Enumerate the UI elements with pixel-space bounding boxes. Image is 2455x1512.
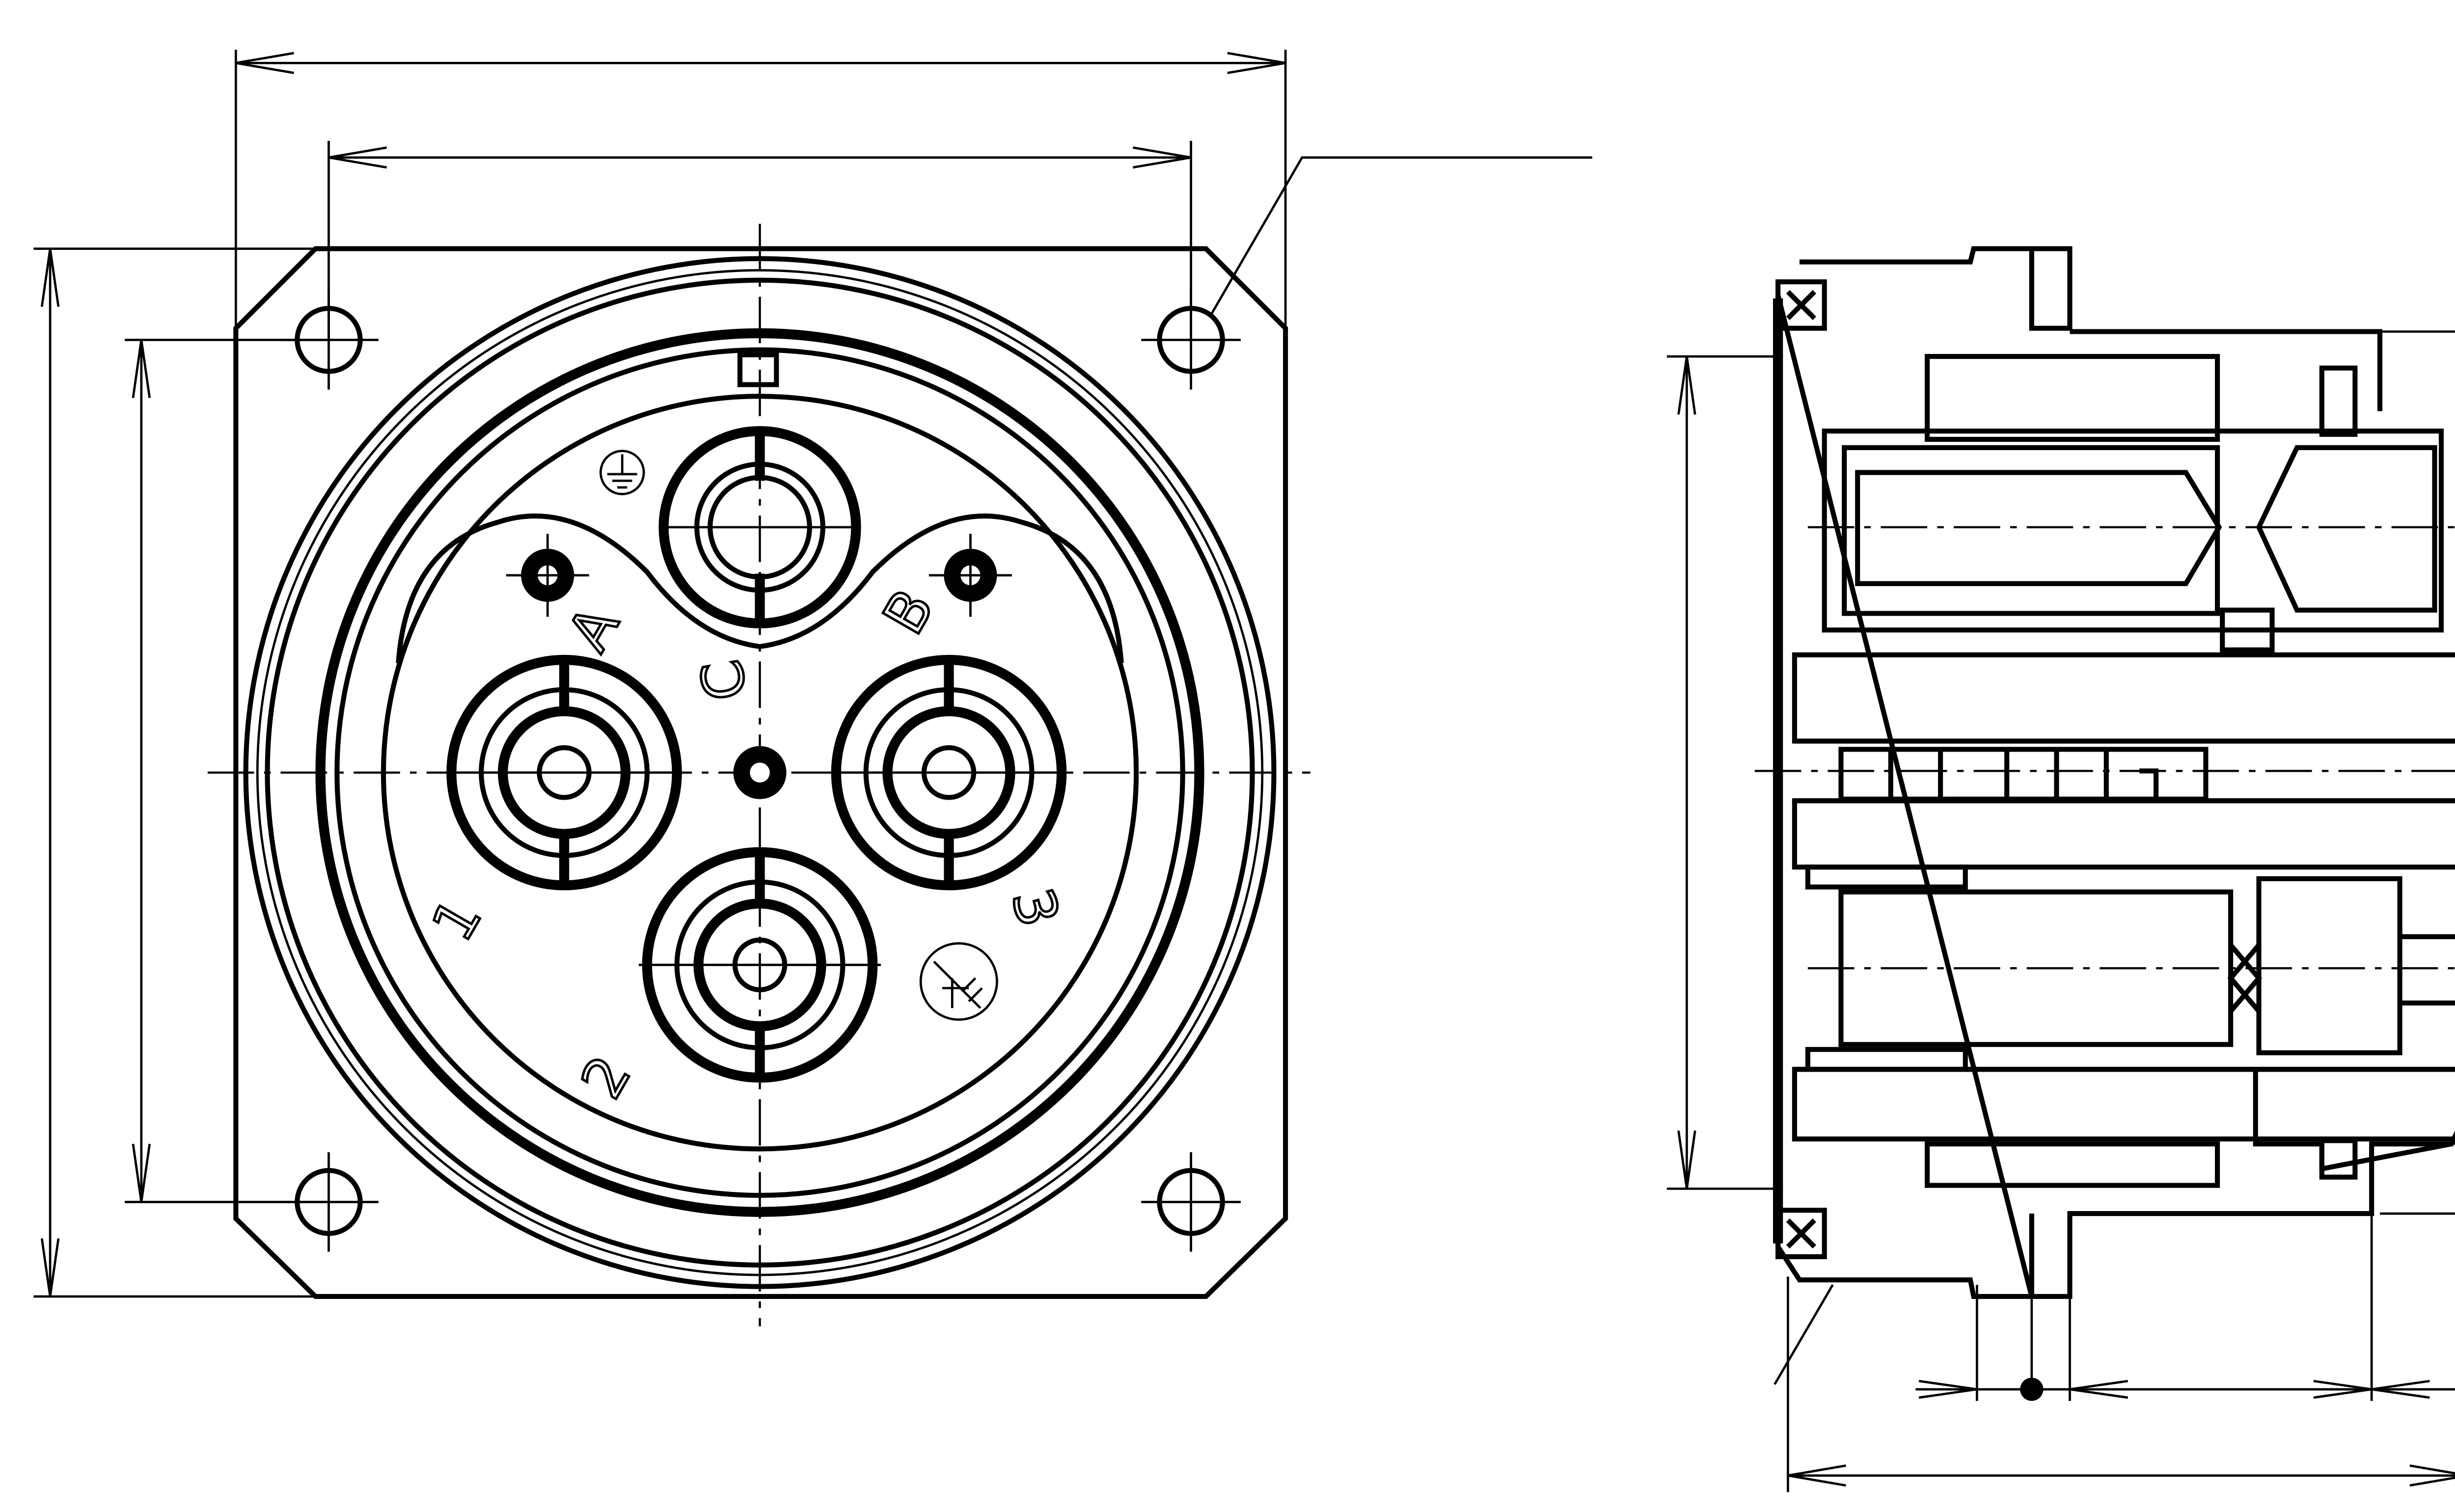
contact-1 [446,654,682,891]
contact-ground [658,426,861,628]
label-b: B [871,579,947,645]
ground-icon [599,450,645,495]
label-3: 3 [999,882,1071,933]
mounting-holes [279,290,1241,1252]
insert-outline [396,513,1124,664]
front-view: A B C 1 2 3 [33,50,1592,1326]
label-2: 2 [569,1046,644,1109]
label-a: A [556,595,632,662]
section-hatched-body [1754,652,2455,1172]
contact-2 [639,847,881,1083]
contact-3 [831,654,1067,891]
flange-plate [233,246,1288,1299]
label-c: C [688,655,760,705]
section-lower-contact [1805,864,2455,1188]
housing-outline [1775,246,2455,1299]
label-1: 1 [420,888,495,952]
manufacturer-logo [919,942,998,1021]
side-dimension-lines [1666,330,2455,1492]
section-upper-contact [1807,354,2455,652]
signal-contacts [506,534,1012,799]
side-section-view [1666,246,2455,1492]
